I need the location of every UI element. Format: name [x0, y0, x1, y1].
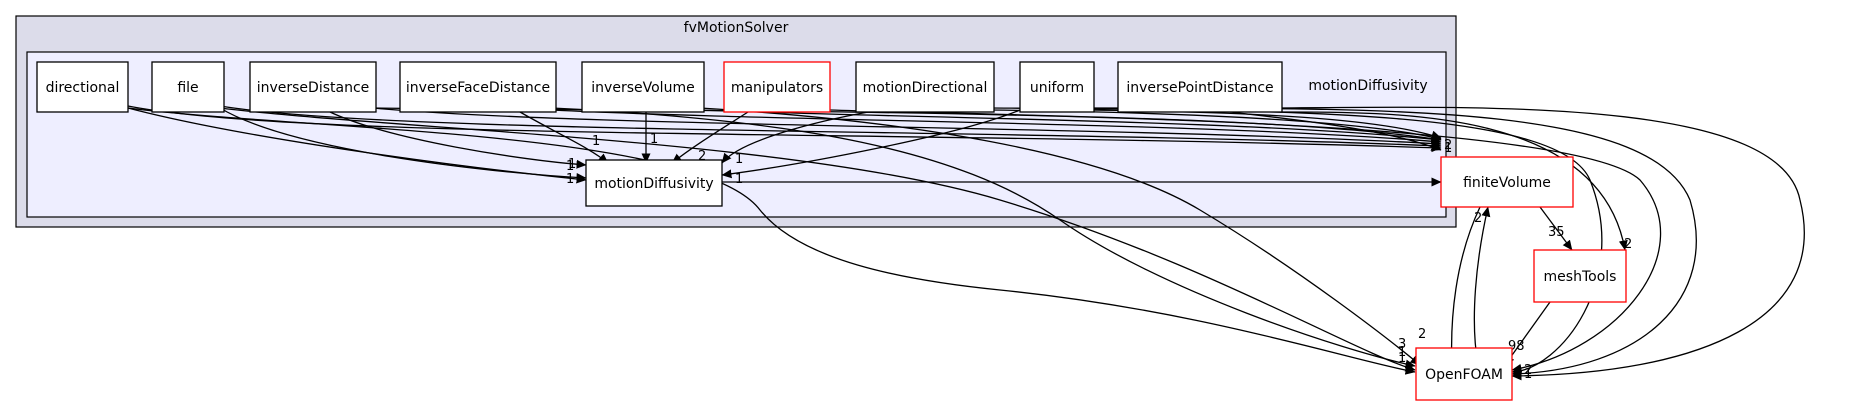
edge-label: 1: [1398, 345, 1406, 360]
edge-label: 1: [592, 134, 600, 149]
node-meshTools[interactable]: meshTools: [1533, 249, 1627, 303]
edge-inversePointDistance-OpenFOAM: [1279, 106, 1805, 381]
node-label: inverseDistance: [257, 80, 370, 96]
edge-file-OpenFOAM: [219, 107, 1416, 372]
node-box: [855, 61, 995, 113]
edge-inverseFaceDistance-finiteVolume: [551, 109, 1442, 146]
edge-inverseVolume-OpenFOAM: [699, 107, 1421, 366]
node-box: [723, 61, 831, 113]
node-box: [399, 61, 557, 113]
node-uniform[interactable]: uniform: [1019, 61, 1095, 113]
cluster-title-inner: motionDiffusivity: [1308, 78, 1427, 94]
edge-inverseDistance-motionDiffusivity: [329, 111, 587, 169]
edge-label: 2: [1624, 237, 1632, 252]
node-box: [1415, 347, 1513, 401]
node-box: [36, 61, 129, 113]
edge-inversePointDistance-finiteVolume: [1229, 111, 1442, 151]
node-box: [1533, 249, 1627, 303]
edge-file-finiteVolume: [219, 105, 1442, 151]
node-box: [1117, 61, 1283, 113]
node-label: uniform: [1030, 80, 1084, 96]
node-box: [249, 61, 377, 113]
node-box: [151, 61, 225, 113]
edge-inversePointDistance-meshTools: [1279, 111, 1628, 251]
edge-label: 1: [735, 172, 743, 187]
edge-label: 1: [735, 152, 743, 167]
node-inversePointDistance[interactable]: inversePointDistance: [1117, 61, 1283, 113]
node-box: [1019, 61, 1095, 113]
edge-finiteVolume-meshTools: [1539, 206, 1573, 251]
edge-inverseFaceDistance-motionDiffusivity: [519, 111, 609, 164]
edge-label: 3: [1398, 337, 1406, 352]
node-label: file: [177, 80, 198, 96]
edges: [127, 105, 1805, 381]
node-label: manipulators: [731, 80, 823, 96]
edge-label: 2: [1444, 138, 1452, 153]
edge-file-motionDiffusivity: [219, 107, 587, 182]
edge-directional-OpenFOAM: [127, 107, 1416, 375]
edge-label: 2: [1418, 327, 1426, 342]
edge-manipulators-motionDiffusivity: [671, 111, 749, 164]
edge-label: 1: [1398, 351, 1406, 366]
nodes: directional file inverseDistance inverseFac…: [36, 61, 1627, 401]
edge-inverseFaceDistance-OpenFOAM: [551, 107, 1416, 369]
node-label: OpenFOAM: [1425, 367, 1503, 383]
edge-label: 1: [1524, 367, 1532, 382]
edge-uniform-motionDiffusivity: [721, 109, 1021, 179]
node-label: motionDiffusivity: [594, 176, 713, 192]
node-directional[interactable]: directional: [36, 61, 129, 113]
node-label: inverseVolume: [591, 80, 694, 96]
cluster-title: fvMotionSolver: [684, 20, 789, 36]
edge-label: 1: [566, 159, 574, 174]
edge-label: 2: [1524, 363, 1532, 378]
node-box: [585, 159, 723, 207]
node-label: finiteVolume: [1463, 175, 1551, 191]
edge-label: 2: [698, 149, 706, 164]
node-label: inverseFaceDistance: [406, 80, 550, 96]
node-inverseFaceDistance[interactable]: inverseFaceDistance: [399, 61, 557, 113]
edge-label: 1: [650, 132, 658, 147]
edge-uniform-OpenFOAM: [1089, 107, 1697, 379]
node-label: meshTools: [1544, 269, 1617, 285]
edge-inverseVolume-finiteVolume: [699, 109, 1442, 144]
edge-label: 1: [1444, 141, 1452, 156]
node-box: [1440, 156, 1574, 208]
node-motionDirectional[interactable]: motionDirectional: [855, 61, 995, 113]
node-label: directional: [46, 80, 120, 96]
edge-label: 35: [1548, 225, 1565, 240]
edge-label: 1: [568, 157, 576, 172]
edge-directional-finiteVolume: [127, 105, 1442, 153]
node-finiteVolume[interactable]: finiteVolume: [1440, 156, 1574, 208]
node-inverseVolume[interactable]: inverseVolume: [581, 61, 705, 113]
node-file[interactable]: file: [151, 61, 225, 113]
edge-OpenFOAM-finiteVolume: [1473, 206, 1491, 366]
edge-label: 2: [1474, 211, 1482, 226]
node-manipulators[interactable]: manipulators: [723, 61, 831, 113]
node-label: inversePointDistance: [1126, 80, 1273, 96]
node-inverseDistance[interactable]: inverseDistance: [249, 61, 377, 113]
edge-inverseDistance-finiteVolume: [371, 107, 1442, 148]
node-OpenFOAM[interactable]: OpenFOAM: [1415, 347, 1513, 401]
node-label: motionDirectional: [863, 80, 988, 96]
node-box: [581, 61, 705, 113]
node-motionDiffusivity[interactable]: motionDiffusivity: [585, 159, 723, 207]
edge-label: 1: [566, 172, 574, 187]
